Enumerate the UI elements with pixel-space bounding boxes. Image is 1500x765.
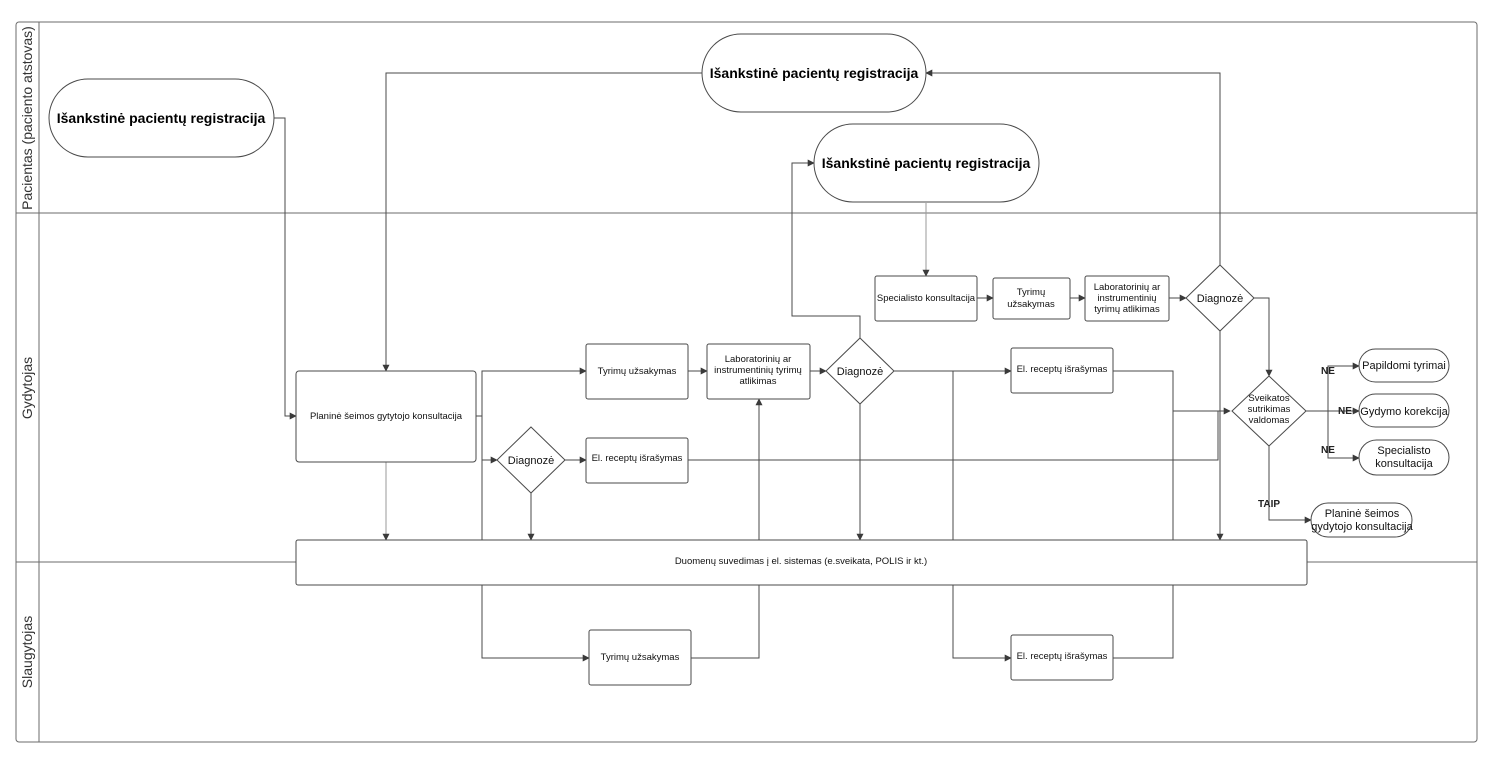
node-erx-low-label: El. receptų išrašymas xyxy=(592,453,683,464)
edge-health-to-specialist2 xyxy=(1327,411,1360,462)
edge-prereg2-to-planned xyxy=(382,72,702,372)
edge-diagtop-to-health xyxy=(1254,297,1273,377)
node-order-tests-mid-label: Tyrimų užsakymas xyxy=(598,366,677,377)
node-treatment-correction: Gydymo korekcija xyxy=(1358,393,1450,428)
node-diag-low-label: Diagnozė xyxy=(508,455,554,467)
edge-label-no-1: NE xyxy=(1321,366,1335,377)
node-nurse-erx: El. receptų išrašymas xyxy=(1010,634,1114,681)
edge-label-no-3: NE xyxy=(1321,445,1335,456)
edge-nurseorder-to-labmid xyxy=(691,398,763,659)
node-diag-low: Diagnozė xyxy=(496,426,566,494)
node-diag-top: Diagnozė xyxy=(1185,264,1255,332)
lane-label-patient: Pacientas (paciento atstovas) xyxy=(19,26,35,210)
node-erx-mid: El. receptų išrašymas xyxy=(1010,347,1114,394)
swimlane-frame xyxy=(15,21,1478,743)
edge-erxlow-to-health xyxy=(688,411,1219,461)
edge-health-to-planned2 xyxy=(1268,446,1312,524)
node-specialist-consult-label: Specialisto konsultacija xyxy=(877,293,976,304)
edge-label-yes: TAIP xyxy=(1258,499,1280,510)
edge-diagtop-to-prereg2 xyxy=(925,69,1221,265)
lane-label-nurse: Slaugytojas xyxy=(19,616,35,688)
node-extra-tests-label: Papildomi tyrimai xyxy=(1362,360,1446,372)
node-prereg-1: Išankstinė pacientų registracija xyxy=(48,78,275,158)
node-prereg-1-label: Išankstinė pacientų registracija xyxy=(57,110,266,126)
node-nurse-erx-label: El. receptų išrašymas xyxy=(1017,651,1108,662)
connectors xyxy=(274,69,1360,662)
node-prereg-2: Išankstinė pacientų registracija xyxy=(701,33,927,113)
node-nurse-order-tests: Tyrimų užsakymas xyxy=(588,629,692,686)
edge-erxmid-to-health xyxy=(1113,370,1231,415)
edge-diagmid-to-prereg3 xyxy=(791,159,861,338)
edge-planned-to-diaglow xyxy=(476,415,498,464)
edge-diagmid-to-nurseerx xyxy=(894,370,1012,662)
edge-planned-to-nurseorder xyxy=(481,460,590,662)
edge-label-no-2: NE xyxy=(1338,406,1352,417)
edge-planned-to-order xyxy=(476,367,587,417)
node-planned-consult: Planinė šeimos gytytojo konsultacija xyxy=(295,370,477,463)
node-prereg-3-label: Išankstinė pacientų registracija xyxy=(822,155,1031,171)
node-prereg-3: Išankstinė pacientų registracija xyxy=(813,123,1040,203)
node-data-entry-label: Duomenų suvedimas į el. sistemas (e.svei… xyxy=(675,556,927,567)
edge-nurseerx-to-health xyxy=(1113,411,1174,659)
node-order-tests-mid: Tyrimų užsakymas xyxy=(585,343,689,400)
lane-label-doctor: Gydytojas xyxy=(19,357,35,419)
node-extra-tests: Papildomi tyrimai xyxy=(1358,348,1450,383)
node-diag-mid-label: Diagnozė xyxy=(837,366,883,378)
node-nurse-order-tests-label: Tyrimų užsakymas xyxy=(601,652,680,663)
node-diag-top-label: Diagnozė xyxy=(1197,293,1243,305)
node-erx-low: El. receptų išrašymas xyxy=(585,437,689,484)
node-data-entry: Duomenų suvedimas į el. sistemas (e.svei… xyxy=(295,539,1308,586)
node-erx-mid-label: El. receptų išrašymas xyxy=(1017,364,1108,375)
node-prereg-2-label: Išankstinė pacientų registracija xyxy=(710,65,919,81)
node-treatment-correction-label: Gydymo korekcija xyxy=(1360,406,1448,418)
node-diag-mid: Diagnozė xyxy=(825,337,895,405)
node-specialist-consult: Specialisto konsultacija xyxy=(874,275,978,322)
node-planned-consult-label: Planinė šeimos gytytojo konsultacija xyxy=(310,411,463,422)
edge-prereg1-to-planned xyxy=(274,117,297,420)
